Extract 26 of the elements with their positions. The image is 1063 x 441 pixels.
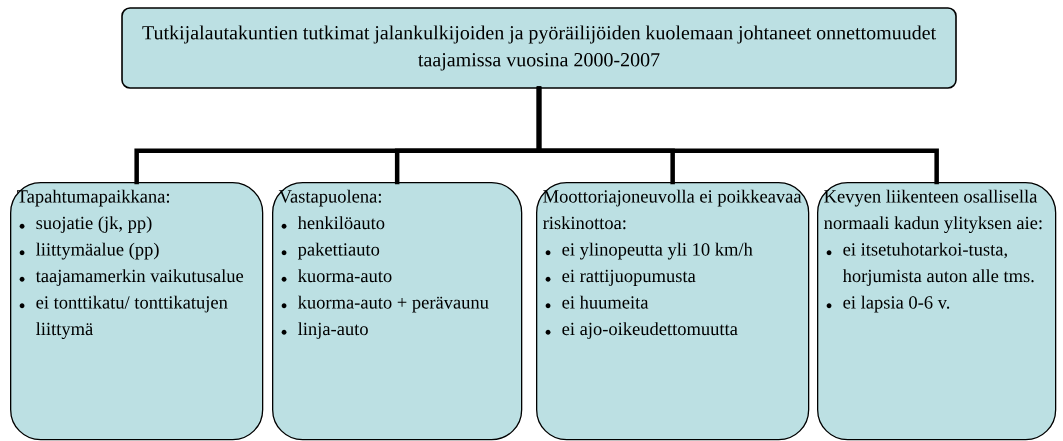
list-item: ei lapsia 0-6 v. [843, 295, 950, 313]
rounded-box [272, 182, 523, 441]
list-item: ei tonttikatu/ tonttikatujen liittymä [36, 295, 228, 339]
title-text: Tutkijalautakuntien tutkimat jalankulkijoiden ja pyöräilijöiden kuolemaan johtaneet onnettomuudet taajamissa vuosina 2000-2007 [142, 25, 937, 71]
list-item: taajamamerkin vaikutusalue [35, 269, 244, 286]
list-item: kuorma-auto [298, 269, 392, 283]
list-item: henkilöauto [297, 216, 385, 230]
rounded-box [10, 182, 264, 441]
connector-line [536, 86, 939, 185]
list-item: suojatie (jk, pp) [36, 216, 152, 233]
heading: Kevyen liikenteen osallisella normaali kadun ylityksen aie: [824, 189, 1042, 233]
list-item: ei rattijuopumusta [562, 269, 696, 286]
list-item: ei ajo-oikeudettomuutta [562, 322, 738, 339]
heading: Moottoriajoneuvolla ei poikkeavaa riskinottoa: [543, 189, 802, 230]
list-item: liittymäalue (pp) [36, 242, 159, 260]
rounded-box [817, 182, 1057, 441]
list-item: kuorma-auto + perävaunu [298, 295, 489, 313]
list-item: linja-auto [298, 322, 368, 339]
rounded-box [536, 182, 810, 441]
heading: Vastapuolena: [278, 189, 381, 207]
list-item: pakettiauto [297, 242, 380, 260]
list-item: ei ylinopeutta yli 10 km/h [562, 242, 753, 260]
list-item: ei huumeita [562, 295, 649, 309]
title-box [121, 7, 957, 89]
heading: Tapahtumapaikkana: [17, 189, 170, 207]
list-item: ei itsetuhotarkoi-tusta, horjumista auton alle tms. [842, 242, 1034, 286]
